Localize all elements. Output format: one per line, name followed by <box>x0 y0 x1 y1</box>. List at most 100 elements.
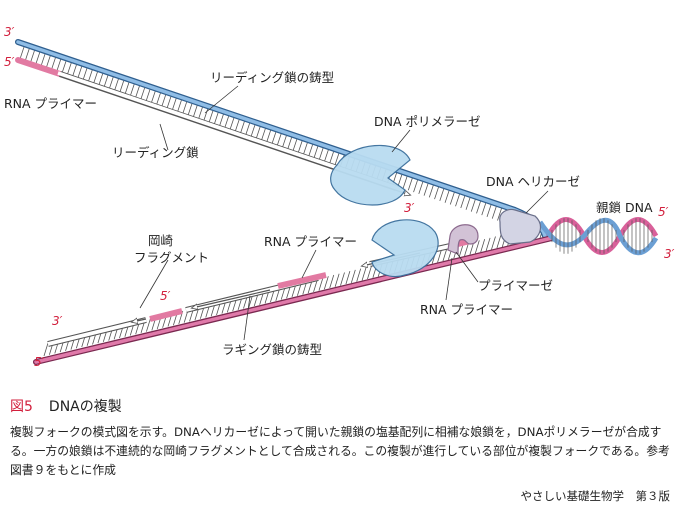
base-pair-rung <box>460 195 466 209</box>
base-pair-rung <box>260 128 266 141</box>
dna-polymerase-leading <box>330 144 411 206</box>
base-pair-rung <box>30 50 35 63</box>
label-parental-dna: 親鎖 DNA <box>596 200 653 215</box>
label-okazaki-line2: フラグメント <box>134 250 209 265</box>
base-pair-rung <box>82 68 88 81</box>
label-dna-helicase: DNA ヘリカーゼ <box>486 174 580 189</box>
base-pair-rung <box>72 64 77 77</box>
base-pair-rung <box>413 179 418 193</box>
base-pair-rung <box>229 117 235 131</box>
base-pair-rung <box>350 269 356 284</box>
lagging-template-strand-inner <box>34 236 554 364</box>
leader-lines <box>139 85 549 341</box>
base-pair-rung <box>77 66 83 79</box>
source-credit: やさしい基礎生物学 第３版 <box>520 489 671 503</box>
base-pair-rung <box>119 80 125 93</box>
base-pair-rung <box>87 69 93 83</box>
base-pair-rung <box>140 87 146 100</box>
base-pair-rung <box>198 107 203 120</box>
base-pair-rung <box>19 46 25 60</box>
base-pair-rung <box>434 187 439 200</box>
label-primase: プライマーゼ <box>478 278 553 293</box>
base-pair-rung <box>402 176 408 189</box>
base-pair-rung <box>470 199 476 212</box>
base-pair-rung <box>455 194 460 207</box>
okazaki-arrow-2 <box>192 289 271 308</box>
base-pair-rung <box>98 73 104 86</box>
base-pair-rung <box>135 85 140 99</box>
end-label-5-prime-top: 5′ <box>4 55 15 69</box>
label-rna-primer-mid: RNA プライマー <box>264 234 357 249</box>
base-pair-rung <box>334 153 340 166</box>
dna-helicase <box>499 208 542 245</box>
base-pair-rung <box>340 272 345 286</box>
base-pair-rung <box>334 273 340 287</box>
base-pair-rung <box>323 276 329 290</box>
base-pair-rung <box>407 178 413 191</box>
base-pair-rung <box>449 192 455 205</box>
base-pair-rung <box>444 190 450 203</box>
base-pair-rung <box>287 137 292 150</box>
label-leading-strand: リーディング鎖 <box>112 145 199 160</box>
base-pair-rung <box>439 188 445 202</box>
base-pair-rung <box>474 240 480 254</box>
base-pair-rung <box>481 203 487 216</box>
base-pair-rung <box>266 130 272 143</box>
base-pair-rung <box>367 265 372 280</box>
base-pair-rung <box>437 249 442 263</box>
base-pair-rung <box>271 132 277 145</box>
base-pair-rung <box>219 114 224 127</box>
base-pair-rung <box>423 183 429 196</box>
base-pair-rung <box>240 121 245 134</box>
end-label-5-prime-bottom: 5′ <box>34 355 45 369</box>
label-rna-primer-top: RNA プライマー <box>4 96 97 111</box>
label-dna-polymerase: DNA ポリメラーゼ <box>374 114 481 129</box>
base-pair-rung <box>491 206 497 219</box>
end-label-3-prime-right: 3′ <box>664 247 675 261</box>
base-pair-rung <box>177 100 182 113</box>
base-pair-rung <box>103 75 109 88</box>
okazaki-arrow-1 <box>132 319 147 322</box>
base-pair-rung <box>166 96 172 109</box>
base-pair-rung <box>458 244 464 258</box>
base-pair-rung <box>114 78 119 92</box>
base-pair-rung <box>318 148 324 161</box>
base-pair-rung <box>313 146 319 159</box>
dna-polymerase-lagging <box>371 219 439 278</box>
end-label-3-prime-bottom: 3′ <box>52 314 63 328</box>
label-leading-template: リーディング鎖の鋳型 <box>210 70 334 85</box>
base-pair-rung <box>302 142 308 155</box>
leading-base-pairs <box>19 46 513 225</box>
base-pair-rung <box>108 77 114 90</box>
base-pair-rung <box>24 48 30 61</box>
figure-number: 図5 <box>10 399 33 415</box>
base-pair-rung <box>40 53 46 67</box>
dna-replication-fork-diagram: 3′ 5′ RNA プライマー リーディング鎖の鋳型 リーディング鎖 DNA ポ… <box>4 25 675 369</box>
base-pair-rung <box>124 82 130 95</box>
base-pair-rung <box>234 119 240 132</box>
okazaki-primer-1 <box>149 308 183 322</box>
base-pair-rung <box>150 91 156 104</box>
okazaki-fragment-1-inner <box>47 318 147 346</box>
base-pair-rung <box>43 342 49 357</box>
base-pair-rung <box>187 103 193 116</box>
base-pair-rung <box>497 208 502 221</box>
base-pair-rung <box>318 277 324 291</box>
base-pair-rung <box>345 271 351 285</box>
base-pair-rung <box>442 247 448 262</box>
base-pair-rung <box>496 235 502 249</box>
okazaki-primer-2 <box>277 272 327 289</box>
base-pair-rung <box>156 93 161 106</box>
base-pair-rung <box>428 185 434 198</box>
leading-rna-primer <box>15 57 63 77</box>
base-pair-rung <box>145 89 151 102</box>
base-pair-rung <box>361 267 367 281</box>
base-pair-rung <box>480 238 486 253</box>
label-rna-primer-bottom: RNA プライマー <box>420 302 513 317</box>
base-pair-rung <box>281 135 287 148</box>
base-pair-rung <box>171 98 177 111</box>
base-pair-rung <box>45 55 51 68</box>
base-pair-rung <box>161 94 167 108</box>
base-pair-rung <box>323 149 329 163</box>
